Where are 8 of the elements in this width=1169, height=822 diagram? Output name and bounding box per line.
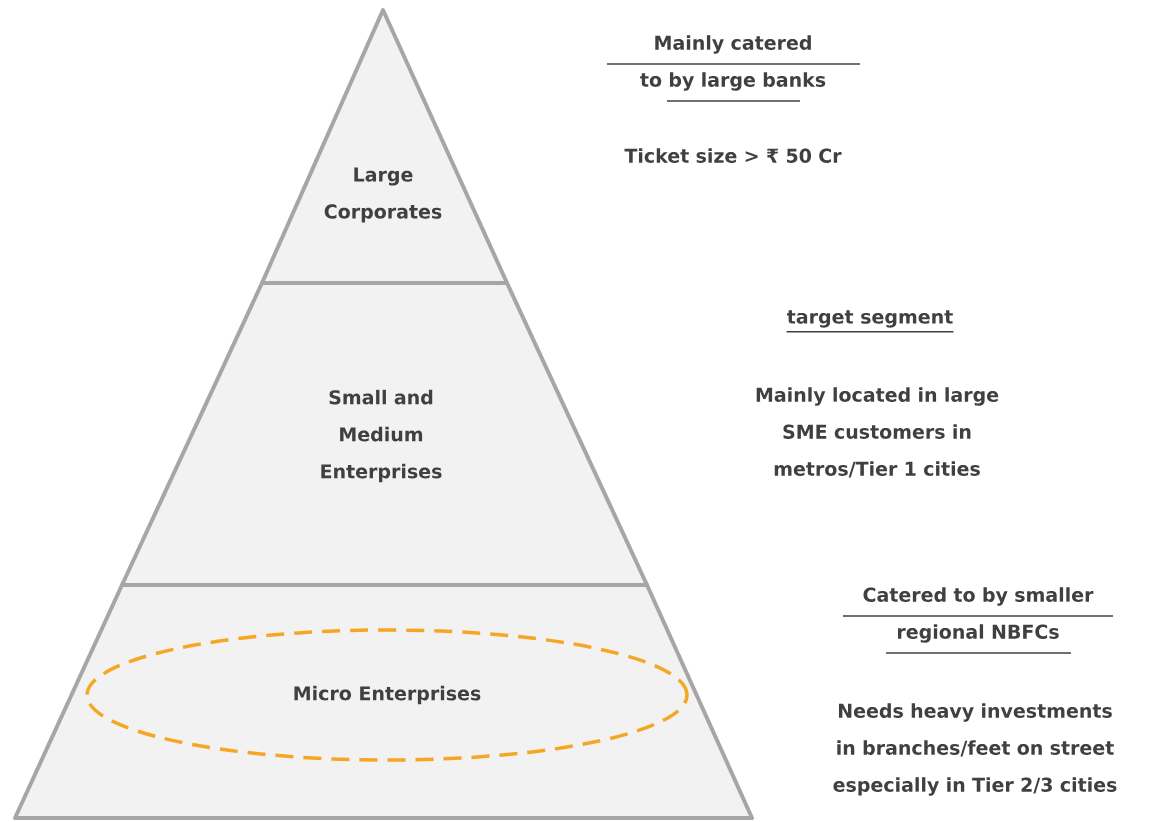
pyramid-tier (13, 583, 754, 820)
side-note: Needs heavy investments in branches/feet on street especially in Tier 2/3 cities (833, 703, 1117, 796)
underlined-note: Mainly catered to by large banks (606, 35, 861, 102)
underlined-note: Catered to by smaller regional NBFCs (842, 587, 1114, 654)
pyramid-tier: Large Corporates (260, 8, 509, 285)
side-note: Ticket size > ₹ 50 Cr (624, 148, 842, 163)
side-note: Mainly located in large SME customers in metros/Tier 1 cities (756, 387, 999, 478)
underlined-note: target segment (785, 310, 955, 333)
